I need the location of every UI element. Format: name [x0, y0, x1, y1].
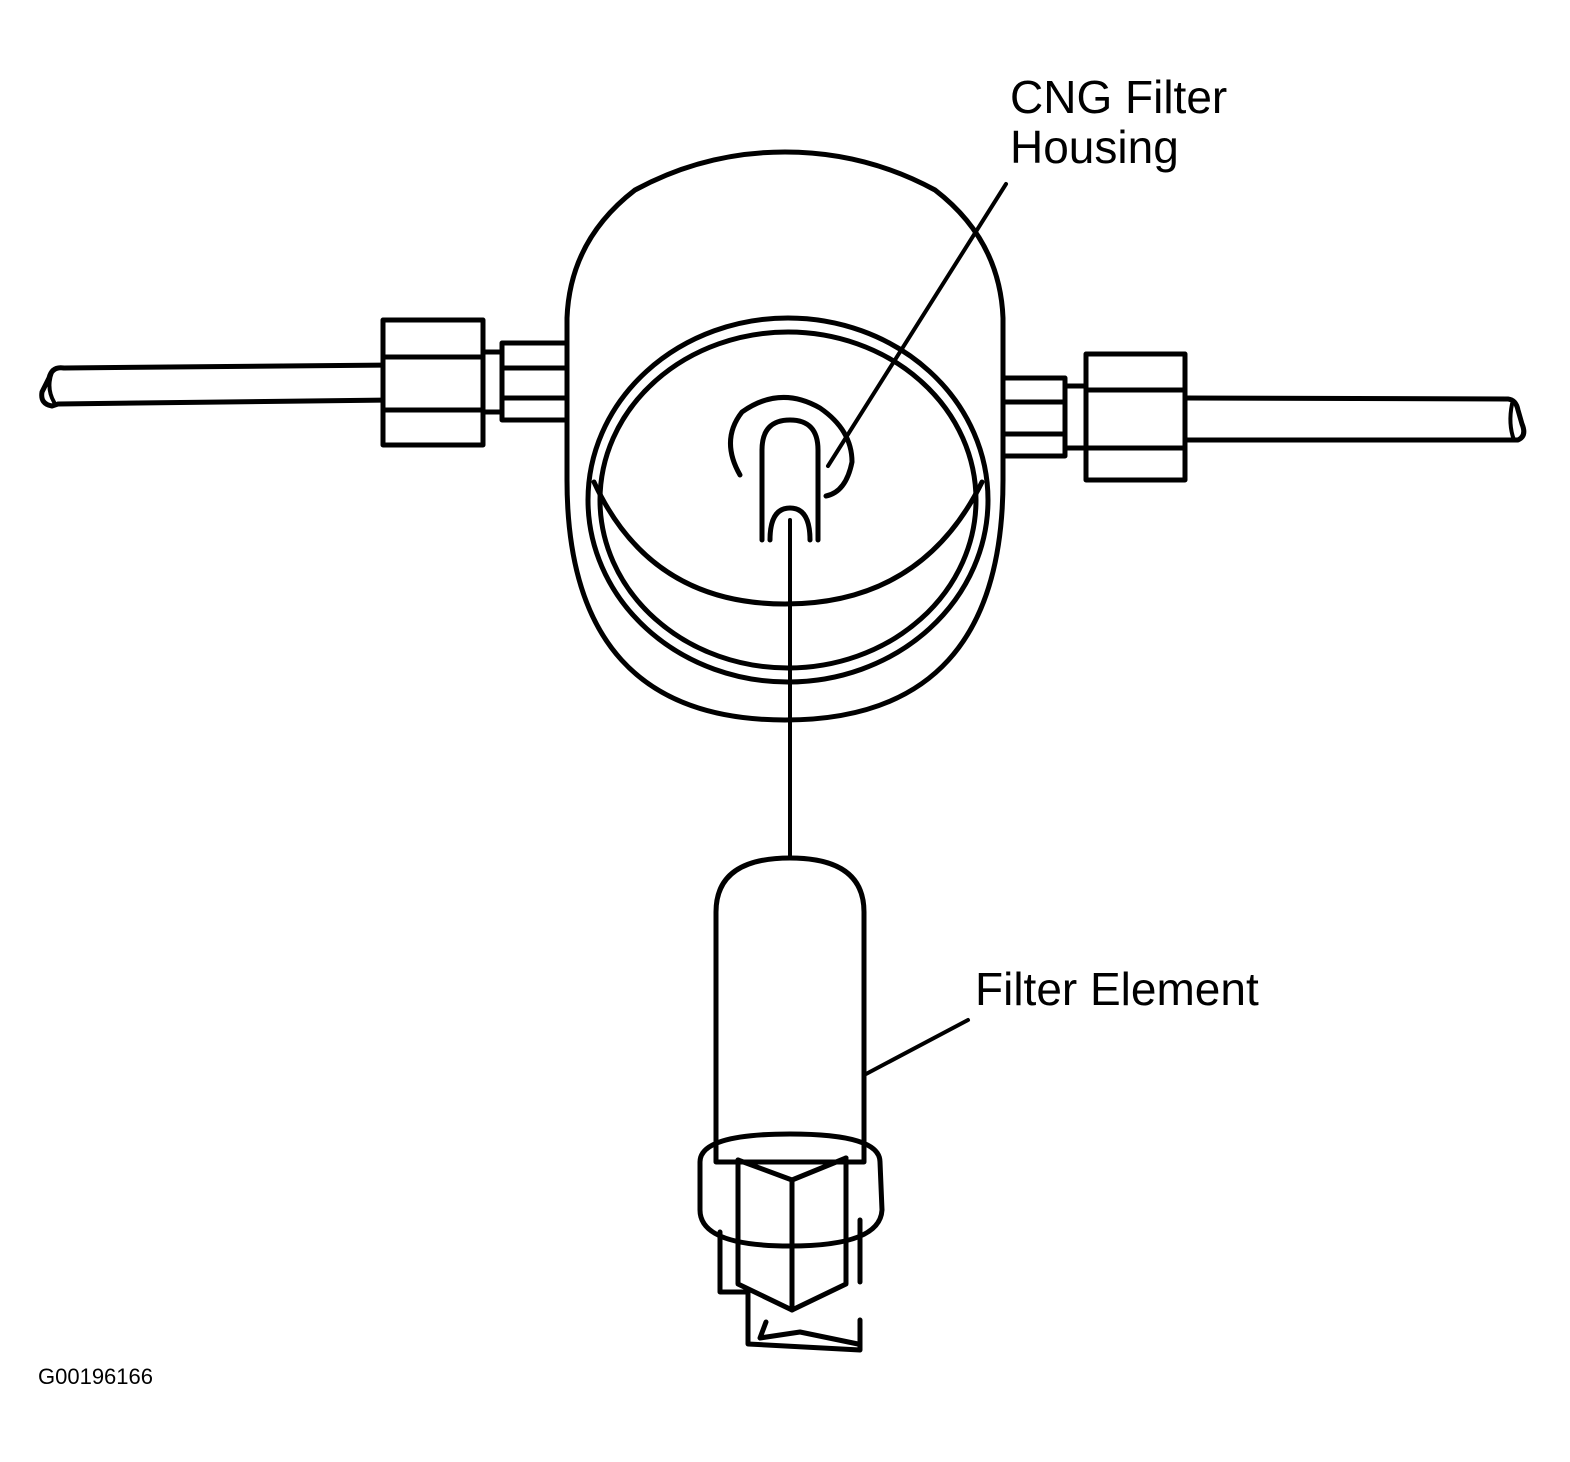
left-fitting-adapter — [480, 340, 571, 423]
right-fitting-nut — [1083, 351, 1188, 483]
right-fuel-line — [1182, 395, 1527, 443]
right-fitting-adapter — [1000, 375, 1089, 459]
housing-label-line2: Housing — [1010, 121, 1179, 173]
housing-callout: CNG Filter Housing — [1010, 72, 1227, 172]
housing-label-line1: CNG Filter — [1010, 71, 1228, 123]
element-leader-line — [864, 1018, 970, 1076]
filter-housing — [564, 149, 1006, 723]
left-fuel-line — [39, 362, 395, 409]
left-fitting-nut — [380, 317, 486, 448]
filter-element-label: Filter Element — [975, 963, 1259, 1015]
figure-id: G00196166 — [38, 1364, 153, 1389]
housing-leader-line — [826, 182, 1008, 468]
filter-element — [697, 855, 885, 1353]
